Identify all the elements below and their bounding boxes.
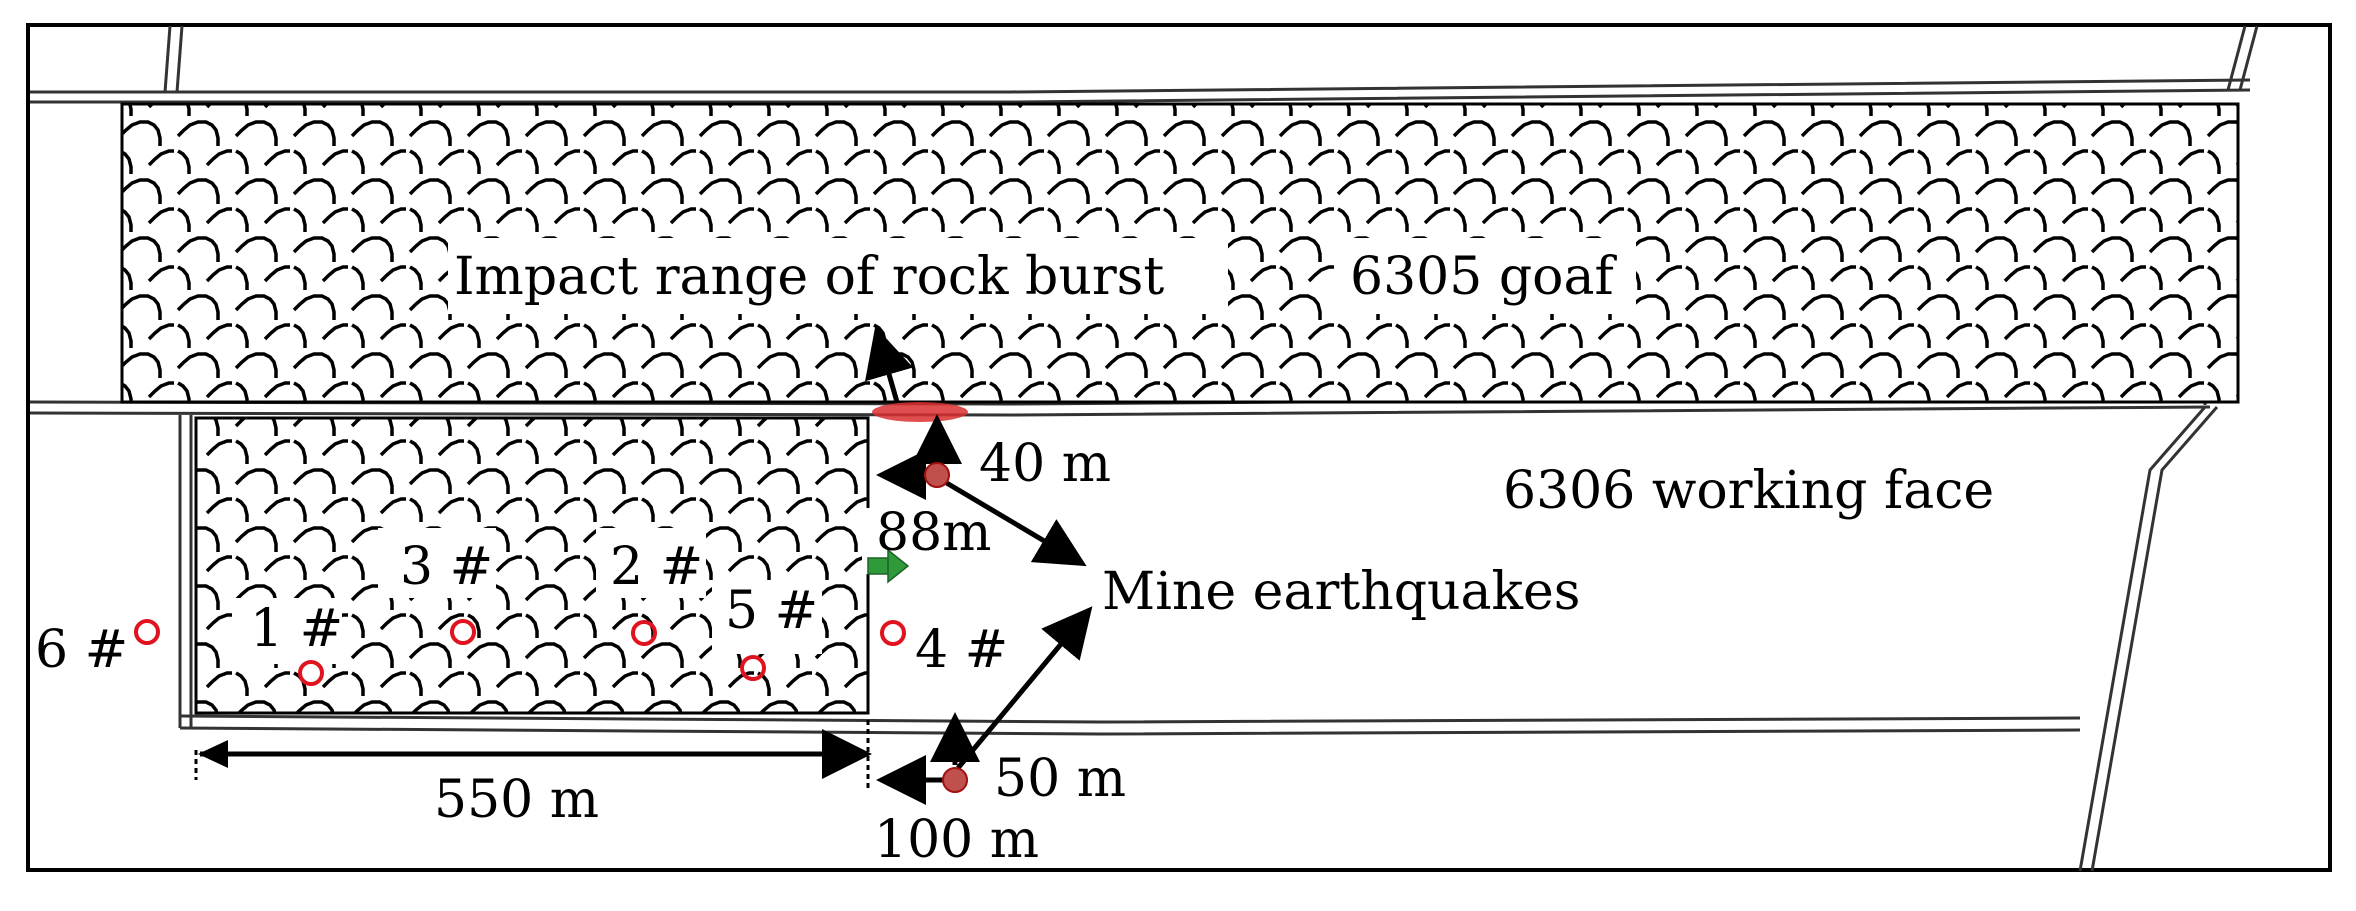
top-right-link [2226,25,2259,91]
station-4-label: 4 # [915,620,1008,680]
impact-range-label: Impact range of rock burst [454,247,1164,307]
station-2-marker [631,620,657,646]
station-6-marker [134,619,160,645]
goaf-6305-label: 6305 goaf [1350,247,1617,307]
lower-roadway [179,714,2081,736]
distance-550m-label: 550 m [434,770,599,830]
impact-zone [872,402,968,422]
distance-40m-label: 40 m [979,434,1111,494]
station-3-marker [450,619,476,645]
goaf-6306-mined-area [194,416,870,715]
earthquake-event-1 [924,462,950,488]
earthquake-event-2 [942,767,968,793]
station-4-marker [880,620,906,646]
right-link [2078,406,2219,872]
distance-50m-label: 50 m [994,749,1126,809]
mine-earthquakes-label: Mine earthquakes [1102,562,1580,622]
left-link-roadway [178,415,193,728]
arrow-event1-to-label [943,479,1087,567]
arrows [865,326,1093,805]
dimension-550m [194,720,872,790]
distance-100m-label: 100 m [874,810,1039,870]
stations [134,619,906,686]
advance-arrow [867,548,910,584]
station-1-marker [298,660,324,686]
impact-pointer-arrow [865,326,914,403]
station-3-label: 3 # [400,537,493,597]
top-left-link [163,25,184,93]
station-5-label: 5 # [725,581,818,641]
top-roadway [30,78,2251,104]
distance-88m-label: 88m [876,503,991,563]
roadways [29,25,2259,872]
working-face-6306-label: 6306 working face [1503,461,1994,521]
station-5-marker [740,655,766,681]
station-6-label: 6 # [35,620,128,680]
label-backgrounds [232,238,1636,664]
station-2-label: 2 # [610,537,703,597]
station-1-label: 1 # [250,599,343,659]
